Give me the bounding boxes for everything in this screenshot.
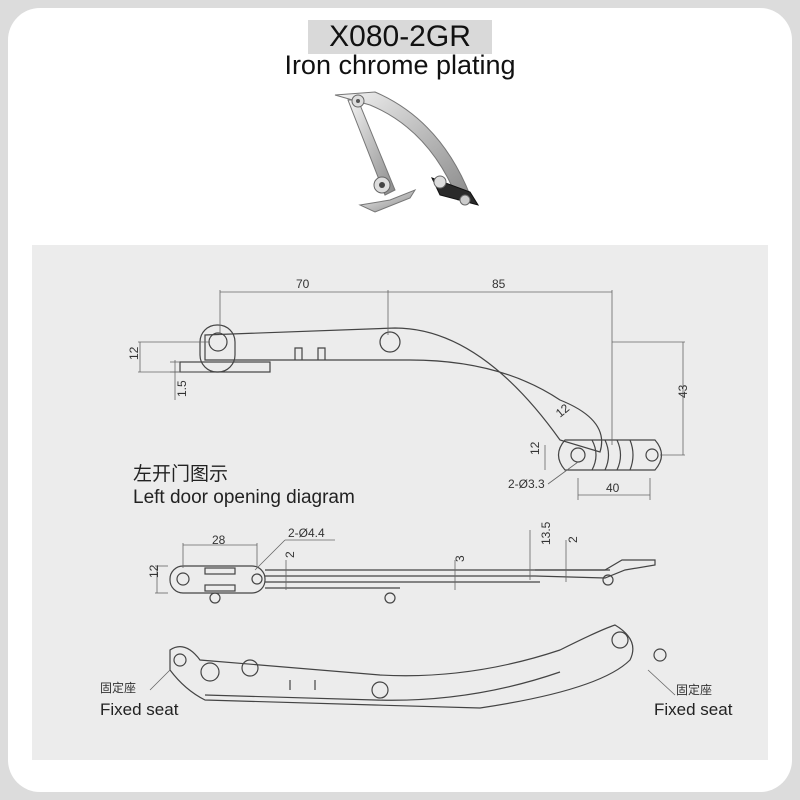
dim-85: 85 [492, 277, 506, 291]
dim-3: 3 [453, 555, 467, 562]
caption-english: Left door opening diagram [133, 487, 355, 508]
arm-top-view [204, 327, 603, 453]
dim-2-left: 2 [283, 551, 297, 558]
dim-43: 43 [676, 384, 690, 398]
arm-side-view-right [534, 559, 656, 579]
fixed-seat-left-cn: 固定座 [100, 680, 136, 695]
dim-28: 28 [212, 533, 226, 547]
dim-hole-3-3: 2-Ø3.3 [508, 477, 545, 491]
dim-13-5: 13.5 [539, 521, 553, 545]
arm-perspective-view [169, 624, 634, 709]
model-badge: X080-2GR [308, 20, 492, 54]
dim-1-5: 1.5 [175, 380, 189, 397]
dim-2-right: 2 [566, 536, 580, 543]
dim-hole-4-4: 2-Ø4.4 [288, 526, 325, 540]
finish-label: Iron chrome plating [284, 50, 516, 80]
fixed-seat-right-top [557, 439, 663, 471]
dim-12-seat: 12 [528, 441, 542, 455]
fixed-seat-right-en: Fixed seat [654, 700, 733, 719]
technical-drawing-panel [32, 245, 768, 760]
dim-12-side: 12 [147, 564, 161, 578]
dim-40: 40 [606, 481, 620, 495]
dim-12-left: 12 [127, 346, 141, 360]
caption-chinese: 左开门图示 [133, 463, 228, 485]
arm-side-view-left [169, 565, 266, 594]
dim-70: 70 [296, 277, 310, 291]
fixed-seat-right-cn: 固定座 [676, 682, 712, 697]
fixed-seat-left-en: Fixed seat [100, 700, 179, 719]
